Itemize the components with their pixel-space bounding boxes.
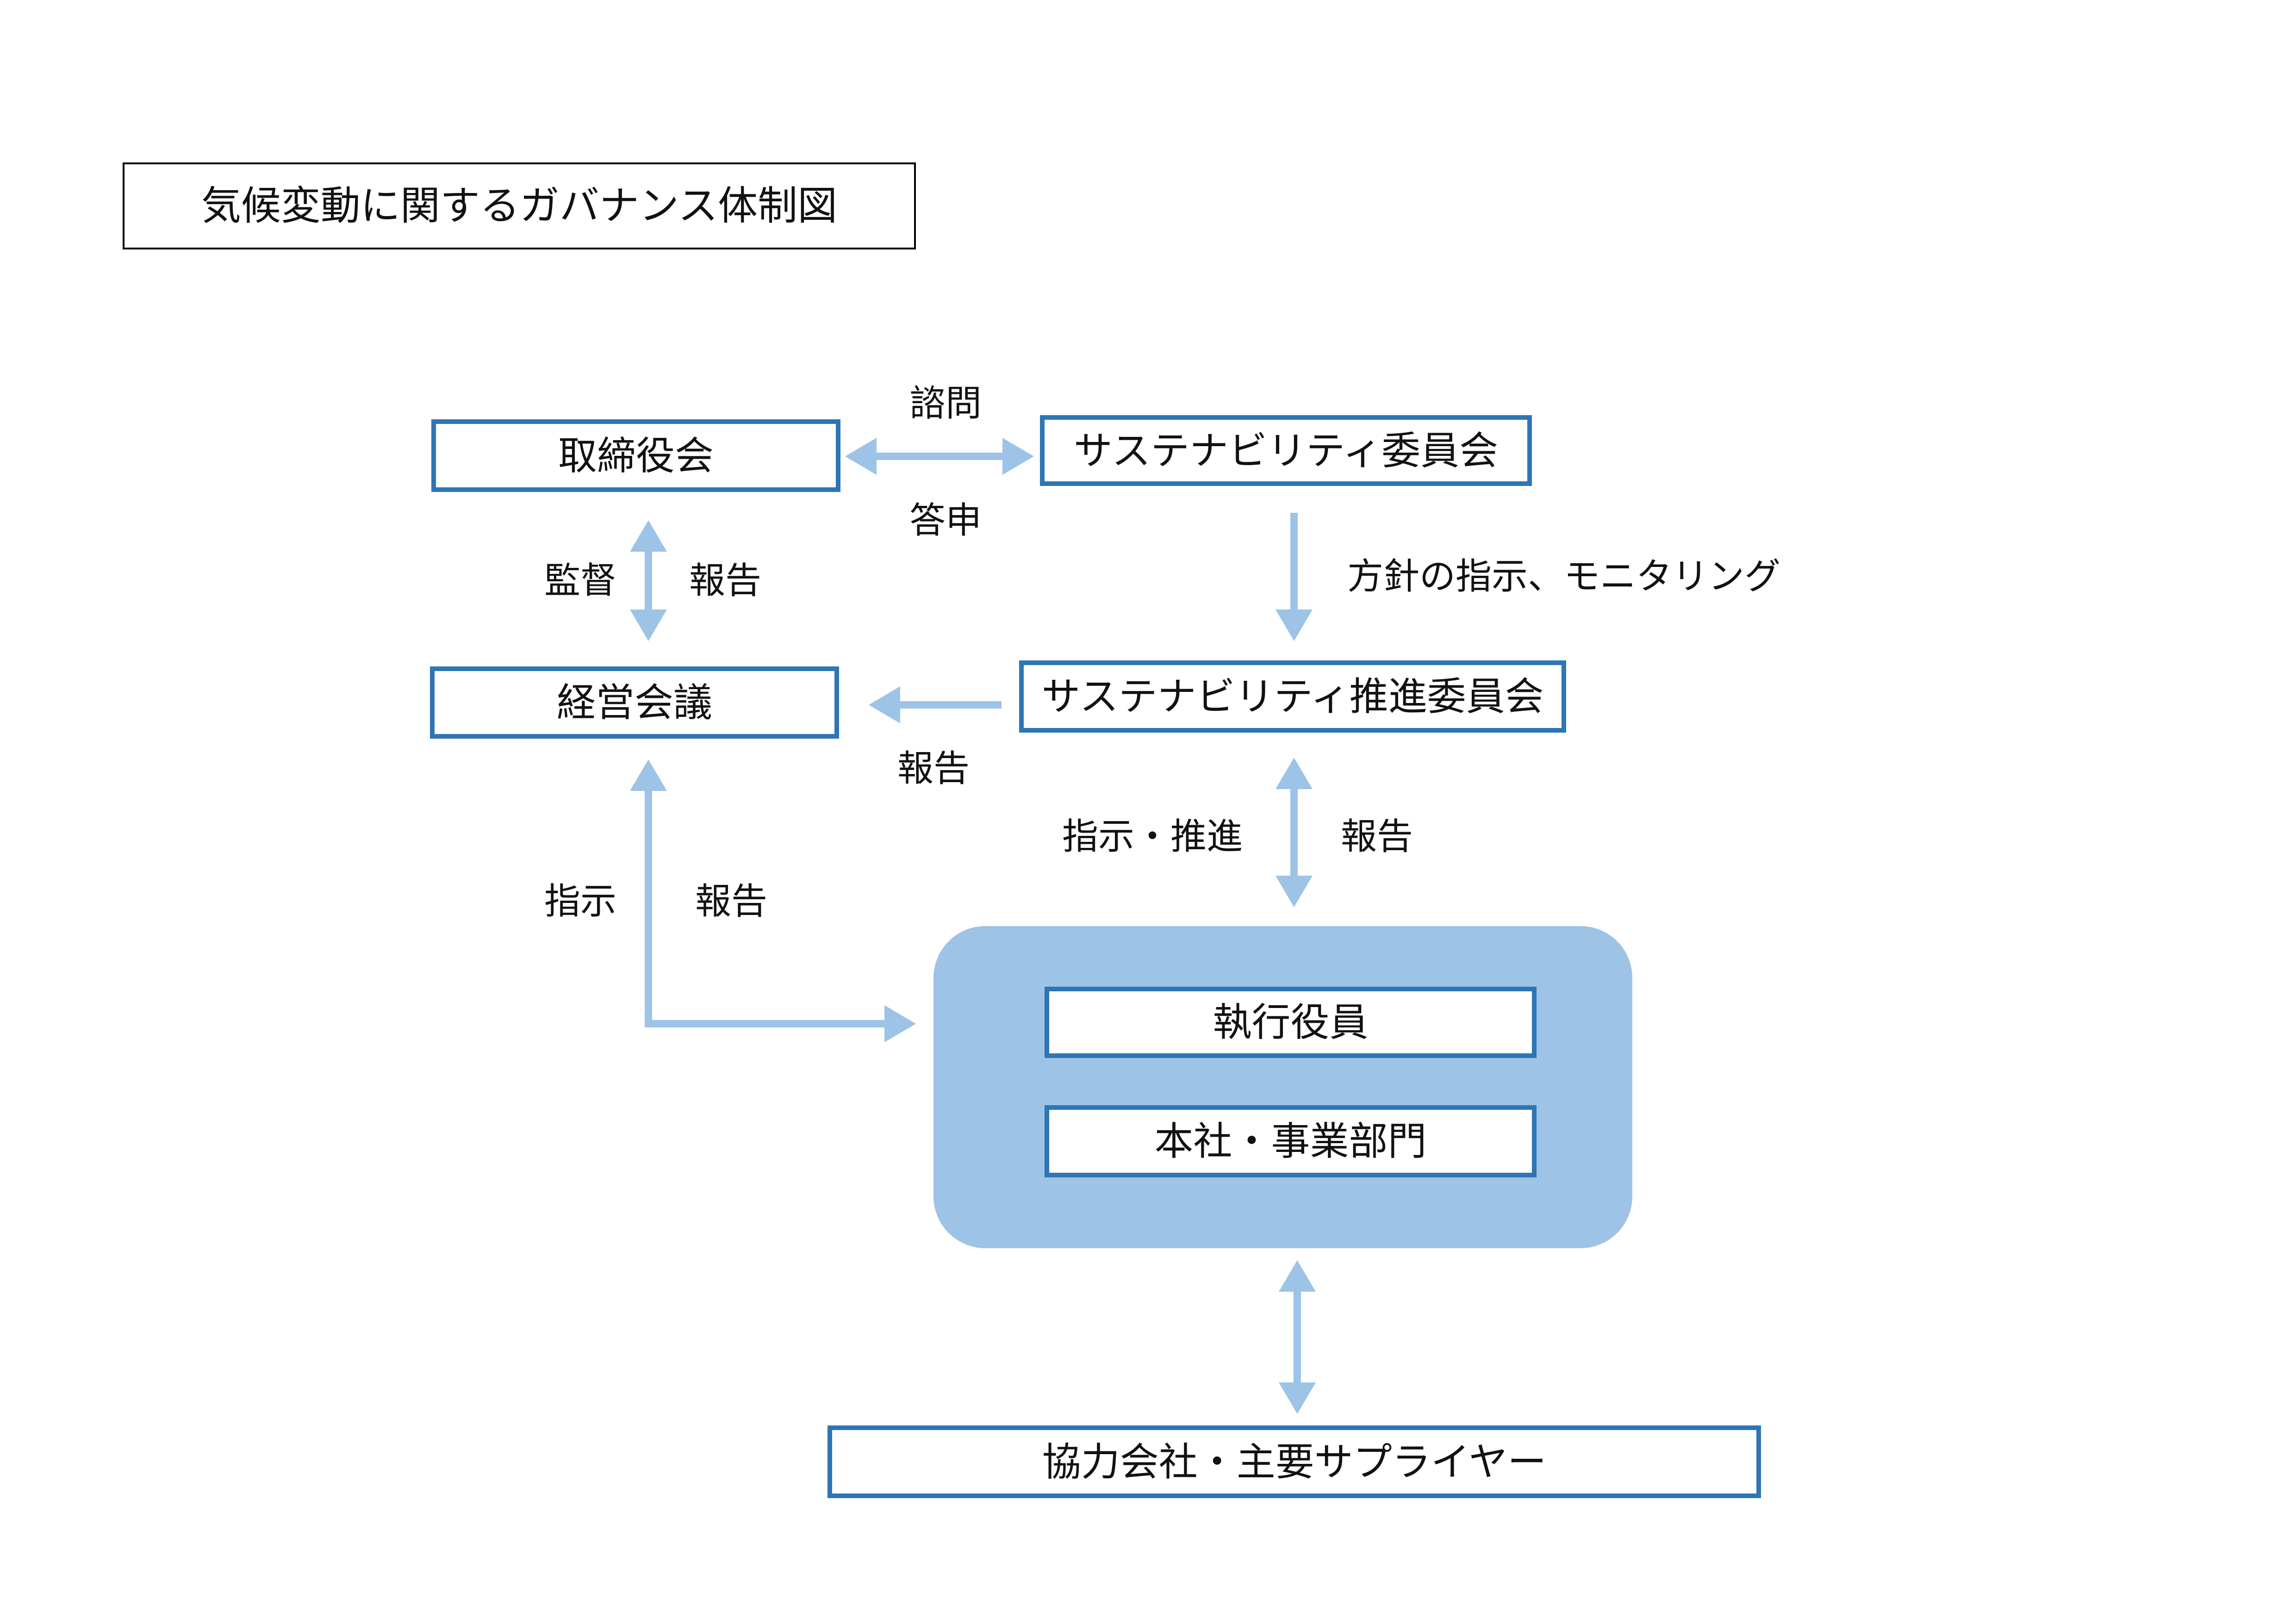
label-direct: 指示 bbox=[544, 881, 617, 921]
node-executive-officers: 執行役員 bbox=[1045, 987, 1537, 1058]
node-hq-divisions: 本社・事業部門 bbox=[1045, 1105, 1537, 1177]
node-board: 取締役会 bbox=[431, 419, 840, 492]
label-policy-monitoring: 方針の指示、モニタリング bbox=[1347, 556, 1781, 597]
arrow-management-execution bbox=[630, 759, 916, 1042]
label-reply: 答申 bbox=[909, 500, 982, 541]
label-board-report: 報告 bbox=[689, 560, 762, 601]
node-suppliers: 協力会社・主要サプライヤー bbox=[828, 1425, 1761, 1498]
label-management-report: 報告 bbox=[695, 881, 768, 921]
node-promotion-committee: サステナビリティ推進委員会 bbox=[1019, 660, 1566, 733]
label-supervise: 監督 bbox=[544, 560, 617, 601]
arrow-promotion-to-management bbox=[869, 686, 1002, 723]
diagram-title: 気候変動に関するガバナンス体制図 bbox=[123, 162, 916, 249]
arrow-promotion-execution bbox=[1276, 758, 1313, 907]
arrow-committee-to-promotion bbox=[1276, 513, 1313, 641]
node-management-meeting: 経営会議 bbox=[430, 666, 839, 739]
arrow-board-committee bbox=[845, 438, 1034, 475]
label-consult: 諮問 bbox=[909, 383, 982, 423]
arrow-board-management bbox=[630, 520, 667, 641]
node-sustainability-committee: サステナビリティ委員会 bbox=[1040, 415, 1532, 486]
label-promotion-report: 報告 bbox=[897, 748, 970, 789]
label-exec-report: 報告 bbox=[1340, 816, 1413, 857]
arrow-execution-suppliers bbox=[1279, 1260, 1316, 1414]
label-direct-promote: 指示・推進 bbox=[1062, 816, 1243, 857]
execution-group bbox=[933, 926, 1632, 1248]
